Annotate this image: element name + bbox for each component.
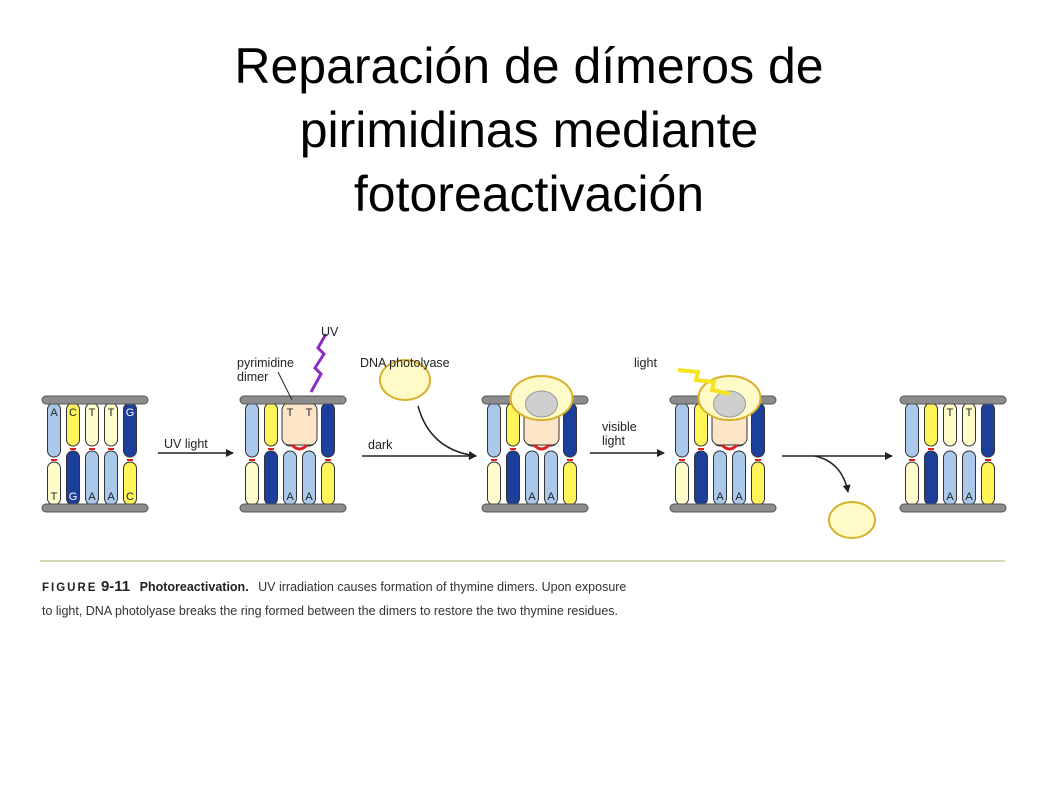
top-base-4 [321, 402, 335, 458]
pyrimidine-dimer-label-2: dimer [237, 370, 268, 384]
caption-line-2: to light, DNA photolyase breaks the ring… [42, 604, 618, 618]
figure-label: FIGURE [42, 582, 98, 594]
process-arrows [158, 333, 893, 539]
top-base-letter-3: T [108, 407, 115, 419]
pyrimidine-dimer-label-1: pyrimidine [237, 356, 294, 370]
top-base-letter-1: C [69, 407, 77, 419]
figure-name: Photoreactivation. [139, 580, 249, 594]
title-line-1: Reparación de dímeros de [234, 38, 824, 94]
top-base-1 [264, 402, 278, 447]
bottom-base-letter-2: A [88, 491, 96, 503]
bottom-base-4 [981, 461, 995, 506]
caption-text-1: UV irradiation causes formation of thymi… [258, 580, 627, 594]
bottom-backbone [669, 503, 777, 513]
bottom-base-1 [694, 450, 708, 506]
top-backbone [41, 395, 149, 405]
title-line-3: fotoreactivación [353, 166, 705, 222]
bottom-backbone [239, 503, 347, 513]
bottom-base-1 [924, 450, 938, 506]
bottom-base-4 [563, 461, 577, 506]
partner-letter-0: A [528, 491, 536, 503]
bottom-base-letter-4: C [126, 491, 134, 503]
uv-label: UV [321, 325, 339, 339]
dimer-letter-1: T [306, 407, 313, 419]
visible-light-label-2: light [602, 434, 625, 448]
uv-light-label: UV light [164, 437, 208, 451]
released-photolyase [828, 501, 876, 539]
bottom-base-4 [321, 461, 335, 506]
bottom-base-0 [245, 461, 259, 506]
partner-letter-1: A [965, 491, 973, 503]
bottom-base-0 [675, 461, 689, 506]
top-backbone [899, 395, 1007, 405]
bottom-base-0 [487, 461, 501, 506]
cyclobutane-ring [720, 443, 739, 451]
dark-label: dark [368, 438, 393, 452]
bottom-base-letter-0: T [51, 491, 58, 503]
top-base-0 [675, 402, 689, 458]
free-photolyase [379, 359, 431, 401]
slide-title: Reparación de dímeros de pirimidinas med… [0, 34, 1058, 226]
partner-letter-1: A [547, 491, 555, 503]
partner-letter-0: A [946, 491, 954, 503]
bottom-backbone [481, 503, 589, 513]
enzyme-core [525, 390, 558, 418]
top-base-letter-2: T [89, 407, 96, 419]
top-base-letter-4: G [126, 407, 135, 419]
enzyme-core [713, 390, 746, 418]
dimer-letter-0: T [947, 407, 954, 419]
partner-letter-0: A [716, 491, 724, 503]
partner-letter-1: A [305, 491, 313, 503]
arrow-enzyme-release [814, 455, 851, 493]
light-label: light [634, 356, 657, 370]
bottom-backbone [899, 503, 1007, 513]
bottom-base-letter-1: G [69, 491, 78, 503]
dimer-letter-0: T [287, 407, 294, 419]
figure-caption: FIGURE 9-11 Photoreactivation. UV irradi… [42, 575, 742, 623]
cyclobutane-ring [532, 443, 551, 451]
bottom-base-letter-3: A [107, 491, 115, 503]
bottom-base-0 [905, 461, 919, 506]
title-line-2: pirimidinas mediante [299, 102, 759, 158]
visible-light-ray [677, 368, 731, 396]
top-base-0 [487, 402, 501, 458]
dimer-letter-1: T [966, 407, 973, 419]
caption-line-1: FIGURE 9-11 Photoreactivation. UV irradi… [42, 575, 742, 600]
top-backbone [239, 395, 347, 405]
top-base-0 [245, 402, 259, 458]
dna-photolyase-label: DNA photolyase [360, 356, 450, 370]
cyclobutane-ring [290, 443, 309, 451]
top-base-letter-0: A [50, 407, 58, 419]
bottom-base-1 [506, 450, 520, 506]
bottom-base-4 [751, 461, 765, 506]
top-base-1 [924, 402, 938, 447]
figure-number: 9-11 [100, 578, 131, 595]
bottom-backbone [41, 503, 149, 513]
arrow-photolyase-binding [417, 405, 477, 460]
visible-light-label-1: visible [602, 420, 637, 434]
partner-letter-0: A [286, 491, 294, 503]
uv-ray [309, 333, 328, 393]
top-base-0 [905, 402, 919, 458]
top-base-4 [981, 402, 995, 458]
partner-letter-1: A [735, 491, 743, 503]
bottom-base-1 [264, 450, 278, 506]
dimer-pointer [277, 371, 293, 401]
